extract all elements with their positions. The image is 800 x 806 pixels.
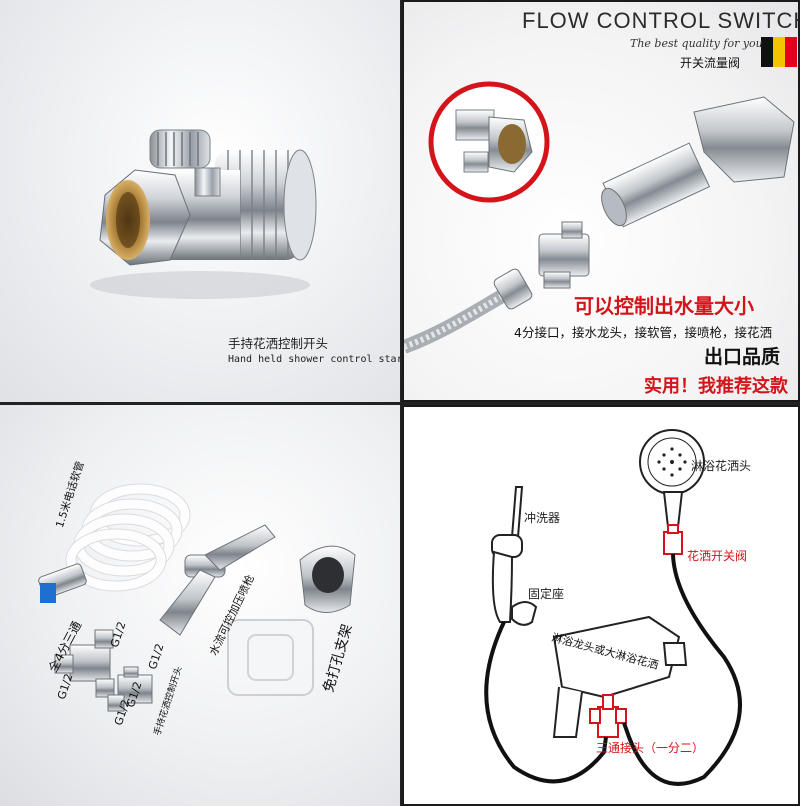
fixed-seat-label: 固定座 [528, 587, 565, 601]
kit-valve [107, 666, 153, 712]
valve-label: 花洒开关阀 [687, 549, 748, 563]
belgium-flag [761, 37, 797, 67]
flow-subtitle: The best quality for you [630, 37, 763, 50]
quality-text: 出口品质 [704, 346, 781, 368]
recommend-text: 实用！我推荐这款 [644, 376, 788, 397]
flow-illustration [404, 37, 797, 354]
spec-line: 4分接口，接水龙头，接软管，接喷枪，接花洒 [514, 325, 772, 340]
kit-spray-gun [159, 524, 276, 636]
panel-valve-photo: 手持花洒控制开头 Hand held shower control start [0, 0, 400, 402]
caption-cn: 手持花洒控制开头 [228, 336, 329, 351]
hex-nut [99, 169, 191, 266]
kit-illustration [38, 483, 356, 712]
spray-gun [601, 96, 795, 228]
horizontal-divider [0, 402, 800, 405]
panel-installation-diagram: 淋浴花洒头 冲洗器 固定座 花洒开关阀 淋浴龙头或大淋浴花洒 三通接头（一分二） [402, 405, 800, 806]
panel-kit-contents: 1.5米电话软管 全4分三通 水流可控加压喷枪 免打孔支架 手持花洒控制开头 G… [0, 405, 400, 806]
kit-holder [299, 545, 356, 613]
valve-illustration [90, 129, 317, 299]
sprayer-label: 冲洗器 [524, 511, 561, 525]
shower-head-label: 淋浴花洒头 [691, 459, 752, 473]
knob [149, 129, 221, 197]
flow-title-cn: 开关流量阀 [680, 56, 741, 70]
headline: 可以控制出水量大小 [574, 294, 754, 318]
panel-flow-control: FLOW CONTROL SWITCH The best quality for… [402, 0, 800, 402]
hose [404, 268, 533, 354]
kit-tee [54, 629, 115, 698]
tee-label: 三通接头（一分二） [596, 741, 705, 755]
flow-title: FLOW CONTROL SWITCH [522, 8, 800, 33]
coiled-hose [65, 483, 191, 592]
installation-diagram [484, 429, 742, 786]
caption-en: Hand held shower control start [228, 354, 400, 365]
